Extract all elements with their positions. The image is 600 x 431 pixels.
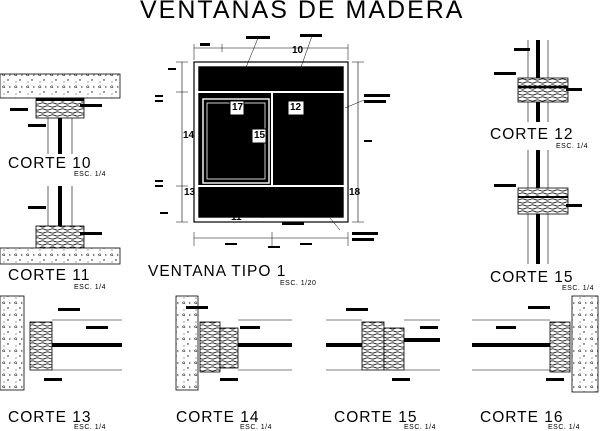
scale-corte-11: ESC. 1/4 xyxy=(74,284,107,291)
label-17: 17 xyxy=(232,102,244,113)
label-10: 10 xyxy=(292,45,304,56)
scale-corte-15-right: ESC. 1/4 xyxy=(562,285,595,292)
caption-corte-15-right: CORTE 15 xyxy=(490,269,574,286)
label-11: 11 xyxy=(231,212,242,223)
window-caption: VENTANA TIPO 1 xyxy=(148,263,287,280)
section-corte-13 xyxy=(0,295,122,391)
scale-corte-10: ESC. 1/4 xyxy=(74,171,107,178)
label-12: 12 xyxy=(290,102,302,113)
drawing-title: VENTANAS DE MADERA xyxy=(140,0,465,24)
scale-corte-15-bottom: ESC. 1/4 xyxy=(404,424,437,431)
caption-corte-16: CORTE 16 xyxy=(480,409,564,426)
section-corte-14 xyxy=(175,295,292,391)
scale-corte-16: ESC. 1/4 xyxy=(548,424,581,431)
window-scale: ESC. 1/20 xyxy=(280,280,317,287)
section-corte-12 xyxy=(494,40,582,122)
caption-corte-15-bottom: CORTE 15 xyxy=(334,409,418,426)
section-corte-16 xyxy=(472,295,599,393)
label-18: 18 xyxy=(349,187,361,198)
label-14: 14 xyxy=(183,130,195,141)
caption-corte-11: CORTE 11 xyxy=(8,267,91,284)
label-15: 15 xyxy=(254,130,266,141)
caption-corte-10: CORTE 10 xyxy=(8,155,92,172)
scale-corte-13: ESC. 1/4 xyxy=(74,424,107,431)
window-elevation xyxy=(155,34,390,248)
label-13: 13 xyxy=(184,187,196,198)
section-corte-15-right xyxy=(494,150,582,264)
caption-corte-13: CORTE 13 xyxy=(8,409,92,426)
scale-corte-14: ESC. 1/4 xyxy=(240,424,273,431)
caption-corte-14: CORTE 14 xyxy=(176,409,260,426)
scale-corte-12: ESC. 1/4 xyxy=(556,143,589,150)
section-corte-10 xyxy=(0,73,121,154)
caption-corte-12: CORTE 12 xyxy=(490,126,574,143)
section-corte-15-bottom xyxy=(326,308,440,381)
section-corte-11 xyxy=(0,186,121,265)
